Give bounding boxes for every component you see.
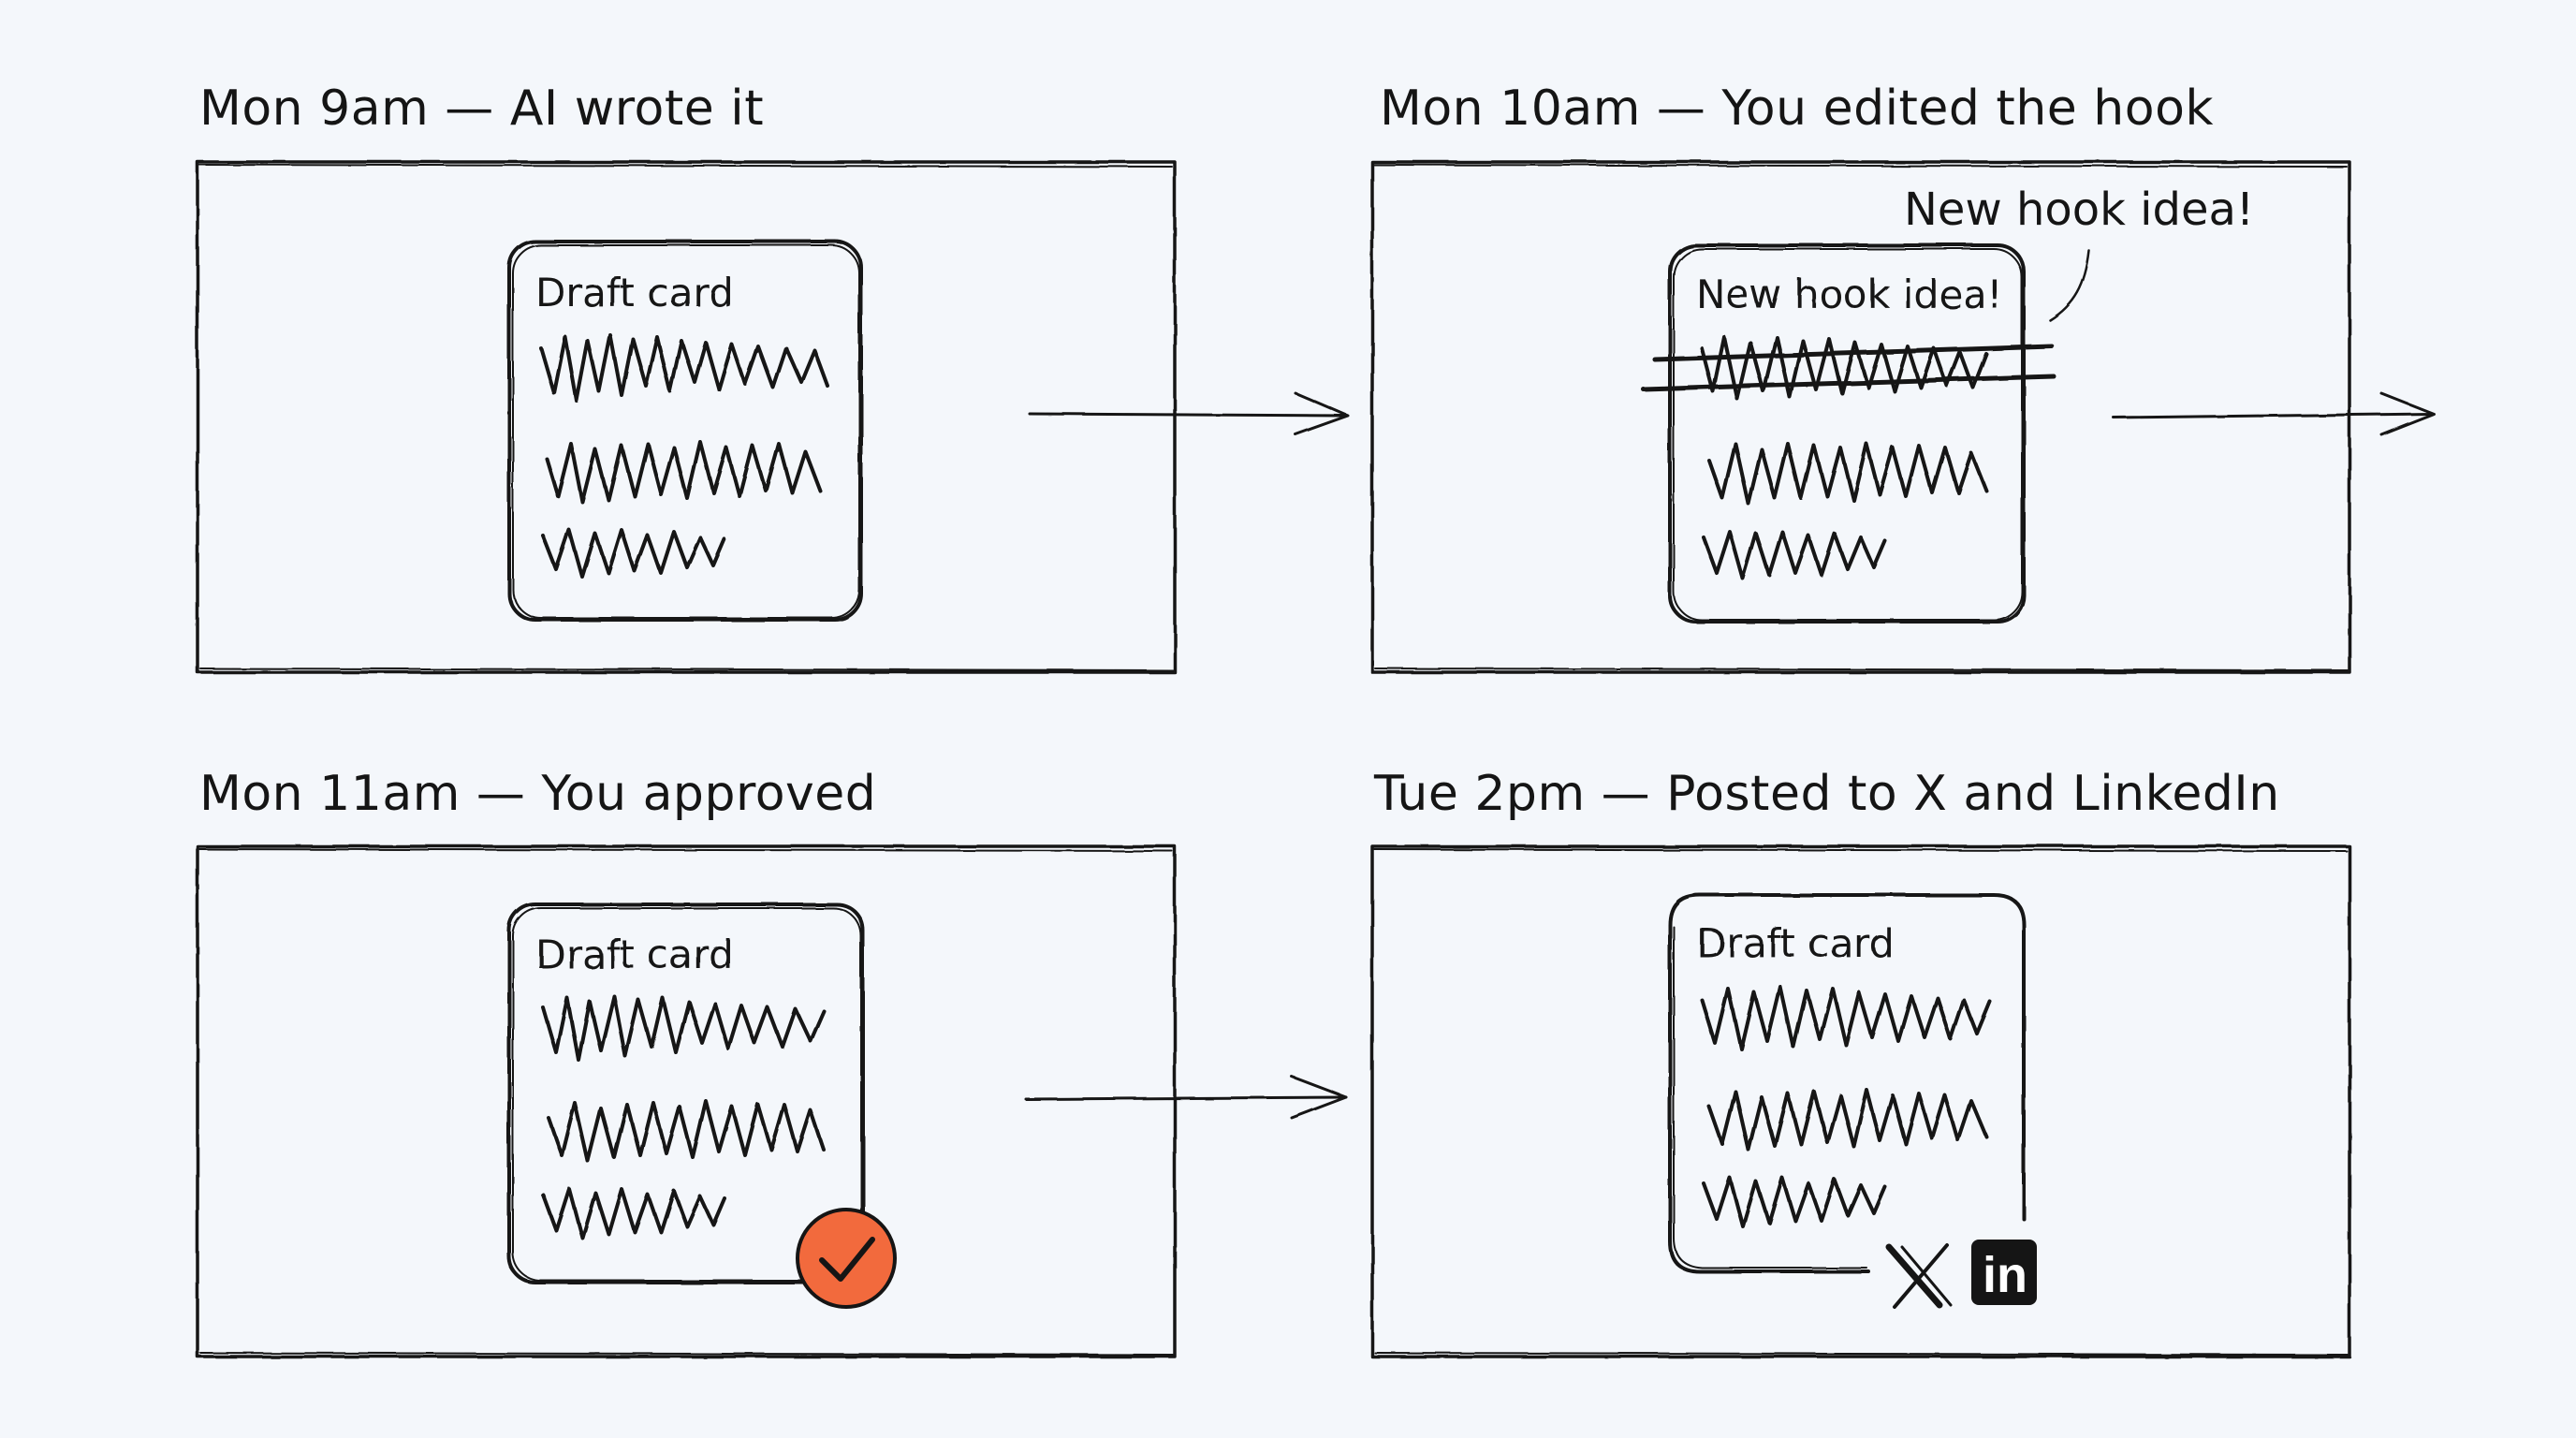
panel-2-strike-line-2 [1641,374,2056,392]
panel-2-scribble-line-3 [1702,530,1887,580]
panel-2-caption: Mon 10am — You edited the hook [1380,81,2214,137]
panel-3-scribble-line-1 [541,994,826,1062]
panel-2-draft-card: New hook idea! [1641,243,2056,624]
panel-1-scribble-line-1 [539,333,829,403]
panel-4-scribble-line-3 [1702,1176,1887,1228]
panel-3-caption: Mon 11am — You approved [199,766,876,822]
linkedin-logo-text: in [1983,1247,2027,1303]
x-logo-icon [1885,1243,1953,1309]
check-mark-icon [819,1237,875,1282]
panel-2-frame [1370,160,2351,674]
panel-1-scribble-line-3 [541,528,726,579]
linkedin-logo-icon: in [1971,1240,2037,1305]
check-circle-icon [796,1208,897,1309]
panel-3-scribble-line-3 [541,1187,726,1240]
panel-4-frame [1370,844,2351,1358]
panel-1-frame [196,160,1177,674]
panel-1-card-title: Draft card [535,270,733,315]
panel-4-caption: Tue 2pm — Posted to X and LinkedIn [1373,766,2280,822]
panel-4-draft-card: Draft card [1668,893,2026,1273]
panel-3-card-title: Draft card [535,932,733,977]
panel-1-caption: Mon 9am — AI wrote it [199,81,764,137]
panel-4-card-title: Draft card [1696,920,1894,966]
panel-2-struck-scribble-line [1700,335,1988,401]
panel-3-draft-card: Draft card [507,902,865,1284]
panel-2-scribble-line-2 [1707,442,1988,506]
panel-4-scribble-line-2 [1707,1088,1988,1152]
panel-4-scribble-line-1 [1700,985,1992,1050]
panel-2-callout-pointer [2048,249,2091,322]
panel-1-draft-card: Draft card [507,240,863,622]
approved-check-badge [796,1208,897,1309]
arrow-3 [1024,1075,1348,1120]
panel-2-card-title: New hook idea! [1696,271,2002,317]
arrow-1 [1028,391,1350,436]
panel-3-scribble-line-2 [547,1099,826,1163]
panel-2-strike-line-1 [1652,344,2055,362]
panel-3-frame [196,844,1177,1358]
arrow-2 [2112,391,2436,436]
panel-1-scribble-line-2 [545,440,822,504]
panel-2-callout-text: New hook idea! [1904,183,2254,236]
